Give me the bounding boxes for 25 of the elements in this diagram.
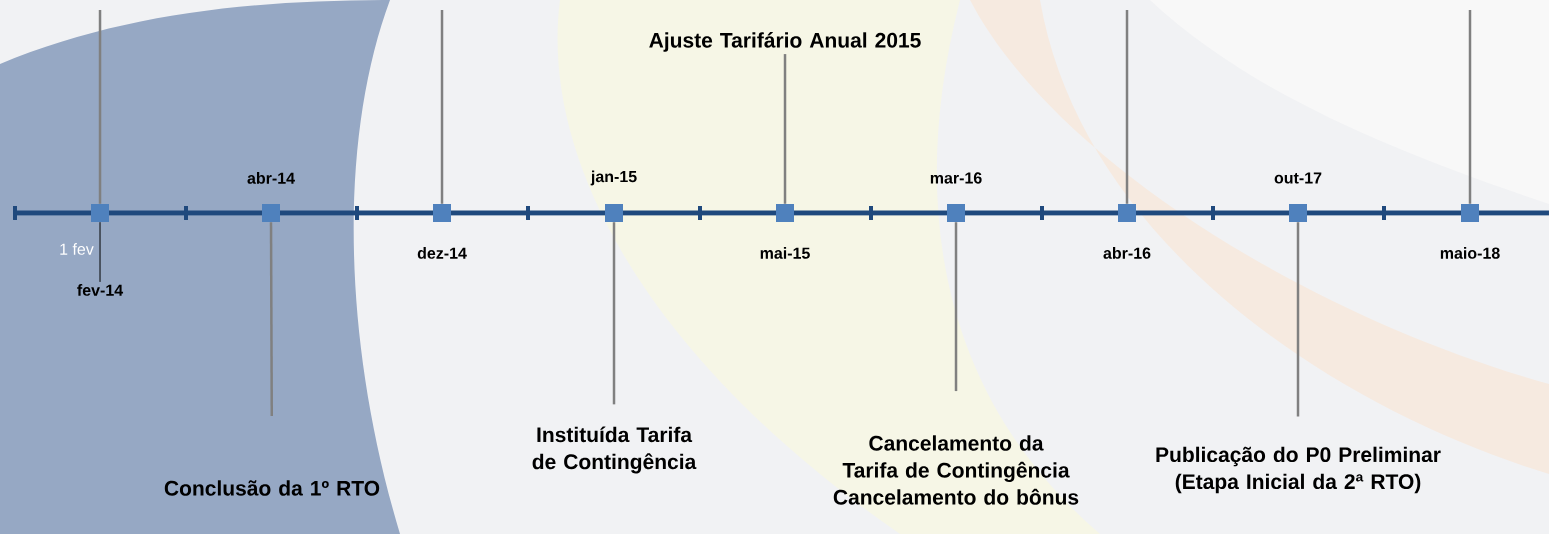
connector-line <box>99 221 101 283</box>
marker-caption: 1 fev <box>60 243 94 255</box>
date-label: jan-15 <box>590 170 637 186</box>
connector-line <box>783 54 787 204</box>
date-label: abr-16 <box>1103 247 1151 259</box>
event-text: Ajuste Tarifário Anual 2015 <box>649 32 921 52</box>
date-label: fev-14 <box>77 284 124 296</box>
connector-line <box>1468 10 1472 204</box>
date-label: dez-14 <box>417 247 467 259</box>
connector-line <box>98 10 102 204</box>
connector-line <box>1296 222 1300 417</box>
connector-line <box>269 222 273 417</box>
date-label: abr-14 <box>247 172 295 184</box>
event-text: Cancelamento da Tarifa de Contingência Cancelamento do bônus <box>833 435 1079 505</box>
date-label: out-17 <box>1274 172 1322 184</box>
date-label: mai-15 <box>760 247 810 259</box>
event-text: Instituída Tarifa de Contingência <box>532 426 697 474</box>
event-text: Publicação do P0 Preliminar (Etapa Inicial da 2ª RTO) <box>1156 446 1441 494</box>
connector-line <box>1125 10 1129 204</box>
connector-line <box>440 10 444 204</box>
event-text: Conclusão da 1º RTO <box>164 480 380 496</box>
date-label: maio-18 <box>1440 247 1500 259</box>
date-label: mar-16 <box>930 172 982 184</box>
connector-line <box>612 222 616 405</box>
connector-line <box>954 222 958 392</box>
